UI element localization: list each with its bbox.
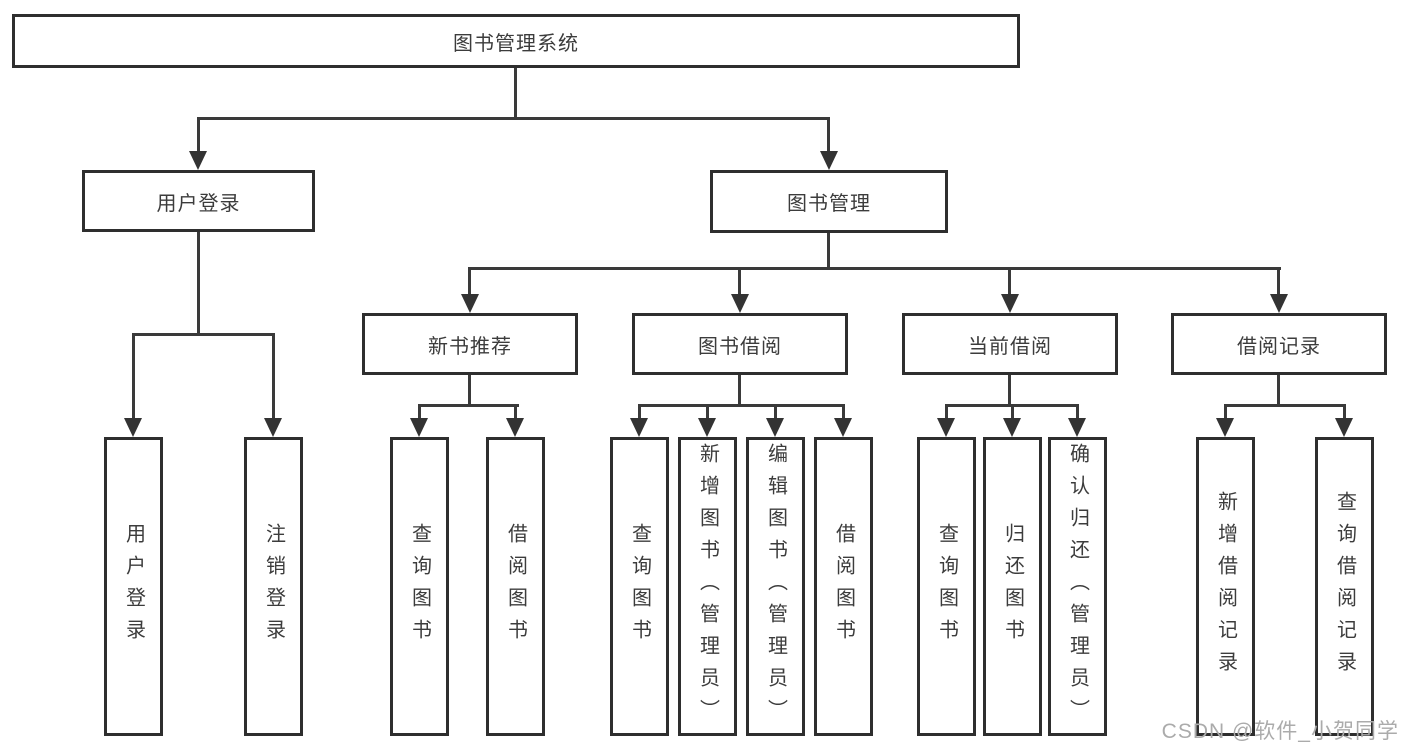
edge-user-login-stem	[197, 232, 200, 336]
node-leaf-add-book-admin: 新增图书（管理员）	[678, 437, 737, 736]
node-book-borrowing: 图书借阅	[632, 313, 848, 375]
node-leaf-add-borrow-record: 新增借阅记录	[1196, 437, 1255, 736]
node-book-management-system: 图书管理系统	[12, 14, 1020, 68]
edge-drop-confirm-return	[1076, 404, 1079, 420]
arrowhead-add-record-icon	[1216, 418, 1234, 437]
edge-root-stem	[514, 68, 517, 119]
edge-new-book-rec-bus	[418, 404, 519, 407]
edge-drop-new-book-rec	[468, 267, 471, 300]
edge-drop-query-book-1	[418, 404, 421, 420]
arrowhead-borrow-book-1-icon	[506, 418, 524, 437]
edge-user-login-bus	[132, 333, 275, 336]
node-user-login: 用户登录	[82, 170, 315, 232]
edge-drop-book-management	[827, 117, 830, 154]
edge-book-management-bus	[468, 267, 1281, 270]
csdn-watermark: CSDN @软件_小贺同学	[1161, 720, 1399, 743]
edge-drop-leaf-logout	[272, 333, 275, 420]
edge-drop-current-borrow	[1008, 267, 1011, 300]
node-leaf-borrow-book-2: 借阅图书	[814, 437, 873, 736]
edge-drop-add-book	[706, 404, 709, 420]
arrowhead-leaf-logout-icon	[264, 418, 282, 437]
arrowhead-new-book-rec-icon	[461, 294, 479, 313]
edge-new-book-rec-stem	[468, 375, 471, 407]
edge-drop-borrow-record	[1277, 267, 1280, 300]
edge-book-borrow-stem	[738, 375, 741, 407]
node-leaf-query-book-2: 查询图书	[610, 437, 669, 736]
arrowhead-query-book-2-icon	[630, 418, 648, 437]
edge-book-management-stem	[827, 233, 830, 270]
edge-drop-user-login	[197, 117, 200, 154]
node-leaf-query-book-3: 查询图书	[917, 437, 976, 736]
node-leaf-edit-book-admin: 编辑图书（管理员）	[746, 437, 805, 736]
arrowhead-return-book-icon	[1003, 418, 1021, 437]
edge-drop-book-borrow	[738, 267, 741, 300]
node-book-management: 图书管理	[710, 170, 948, 233]
arrowhead-add-book-icon	[698, 418, 716, 437]
node-leaf-query-borrow-record: 查询借阅记录	[1315, 437, 1374, 736]
arrowhead-query-book-3-icon	[937, 418, 955, 437]
arrowhead-borrow-record-icon	[1270, 294, 1288, 313]
edge-drop-add-record	[1224, 404, 1227, 420]
edge-borrow-record-bus	[1224, 404, 1346, 407]
edge-book-borrow-bus	[638, 404, 845, 407]
edge-drop-borrow-book-2	[842, 404, 845, 420]
node-leaf-confirm-return-admin: 确认归还（管理员）	[1048, 437, 1107, 736]
edge-root-bus	[197, 117, 830, 120]
arrowhead-user-login-icon	[189, 151, 207, 170]
node-current-borrowing: 当前借阅	[902, 313, 1118, 375]
arrowhead-leaf-user-login-icon	[124, 418, 142, 437]
node-leaf-borrow-book-1: 借阅图书	[486, 437, 545, 736]
node-leaf-user-login: 用户登录	[104, 437, 163, 736]
node-new-book-recommendation: 新书推荐	[362, 313, 578, 375]
arrowhead-current-borrow-icon	[1001, 294, 1019, 313]
arrowhead-query-record-icon	[1335, 418, 1353, 437]
node-leaf-query-book-1: 查询图书	[390, 437, 449, 736]
edge-drop-return-book	[1011, 404, 1014, 420]
edge-drop-query-record	[1343, 404, 1346, 420]
arrowhead-book-management-icon	[820, 151, 838, 170]
edge-drop-query-book-2	[638, 404, 641, 420]
arrowhead-query-book-1-icon	[410, 418, 428, 437]
edge-drop-leaf-user-login	[132, 333, 135, 420]
edge-drop-edit-book	[774, 404, 777, 420]
node-leaf-return-book: 归还图书	[983, 437, 1042, 736]
node-leaf-logout: 注销登录	[244, 437, 303, 736]
node-borrowing-records: 借阅记录	[1171, 313, 1387, 375]
edge-borrow-record-stem	[1277, 375, 1280, 407]
edge-drop-query-book-3	[945, 404, 948, 420]
arrowhead-edit-book-icon	[766, 418, 784, 437]
edge-current-borrow-stem	[1008, 375, 1011, 407]
edge-drop-borrow-book-1	[514, 404, 517, 420]
arrowhead-book-borrow-icon	[731, 294, 749, 313]
arrowhead-confirm-return-icon	[1068, 418, 1086, 437]
arrowhead-borrow-book-2-icon	[834, 418, 852, 437]
